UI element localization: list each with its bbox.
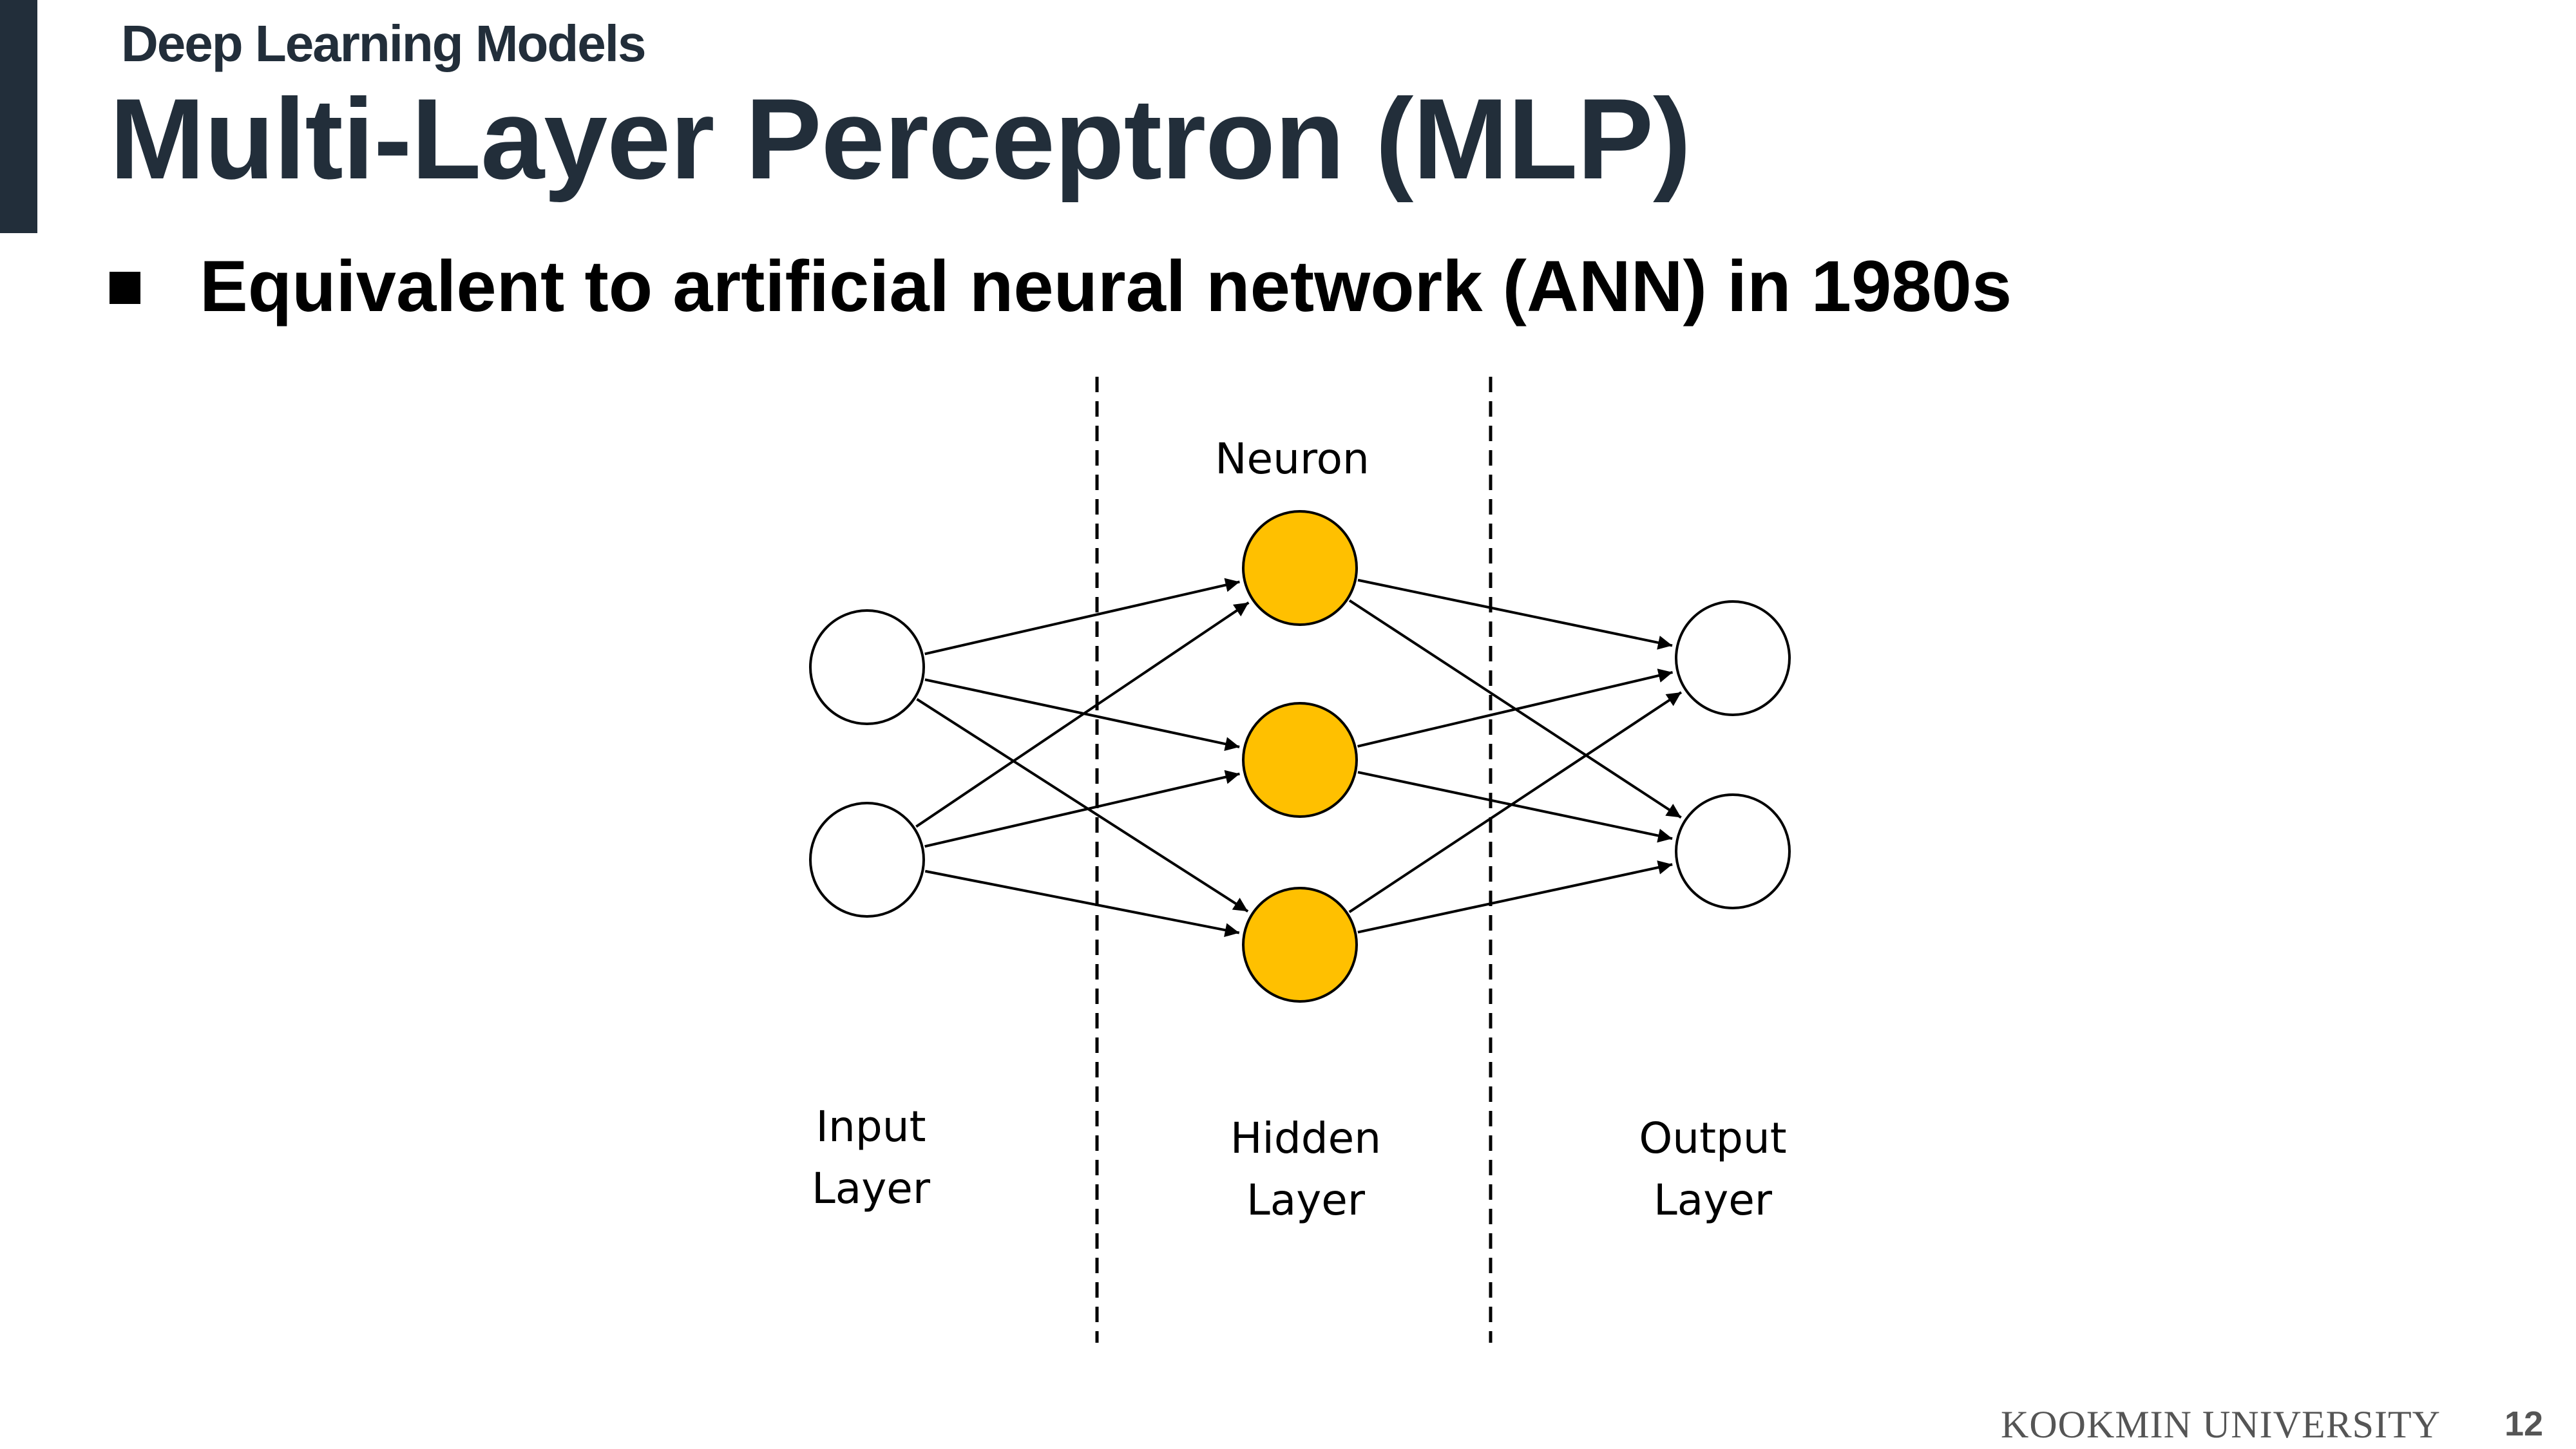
university-logo: KOOKMIN UNIVERSITY [2001,1403,2441,1446]
bullet-text: Equivalent to artificial neural network … [200,246,2012,327]
output-neuron-2 [1675,793,1791,909]
hidden-layer-label-2: Layer [1246,1175,1366,1225]
connection-hidden-3-to-output-2 [1357,860,1673,934]
neuron-label: Neuron [1215,434,1369,484]
bullet-item: Equivalent to artificial neural network … [110,245,2012,328]
connection-input-1-to-hidden-1 [924,578,1240,656]
input-layer-label-2: Layer [812,1164,931,1213]
input-layer-label-1: Input [816,1102,926,1151]
input-neuron-1 [809,609,925,725]
square-bullet-icon [110,272,140,305]
output-layer-label-2: Layer [1654,1175,1773,1225]
connection-hidden-3-to-output-1 [1348,691,1683,913]
section-title: Deep Learning Models [121,15,646,72]
hidden-layer-label-1: Hidden [1230,1113,1381,1163]
output-neuron-1 [1675,600,1791,716]
page-number: 12 [2504,1405,2544,1443]
connection-input-2-to-hidden-3 [924,869,1240,938]
output-layer-label-1: Output [1639,1113,1786,1163]
hidden-neuron-2 [1242,702,1358,818]
connection-hidden-1-to-output-1 [1357,578,1673,650]
connection-hidden-2-to-output-1 [1357,668,1674,748]
connection-hidden-2-to-output-2 [1357,771,1673,843]
hidden-neuron-1 [1242,510,1358,626]
page-title: Multi-Layer Perceptron (MLP) [110,75,1691,203]
input-neuron-2 [809,802,925,918]
connection-input-1-to-hidden-3 [916,697,1249,913]
hidden-neuron-3 [1242,887,1358,1003]
accent-bar [0,0,37,233]
connection-input-2-to-hidden-2 [924,770,1240,848]
connection-input-2-to-hidden-1 [915,601,1250,828]
